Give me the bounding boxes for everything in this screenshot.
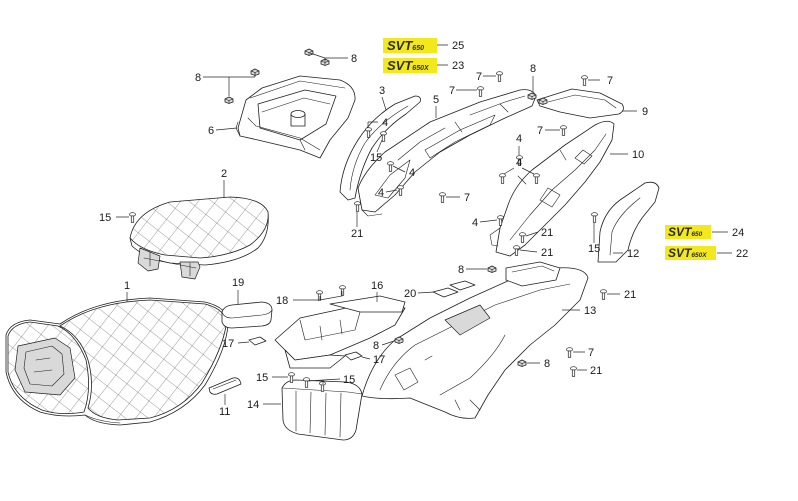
part-tail-side-cover: [597, 181, 660, 263]
callout-17: 17: [222, 338, 234, 350]
part-small-pads: [248, 336, 363, 361]
callout-4: 4: [409, 167, 415, 179]
badge-variant: 650: [691, 231, 702, 238]
callout-17: 17: [373, 354, 385, 366]
clip-nut: [224, 96, 234, 104]
badge-model: SVT: [387, 58, 413, 73]
callout-7: 7: [464, 192, 470, 204]
callout-15: 15: [343, 374, 355, 386]
badge-svt650x-top: SVT650X: [383, 58, 437, 73]
callout-21: 21: [541, 247, 553, 259]
callout-15: 15: [99, 212, 111, 224]
callout-4: 4: [382, 117, 388, 129]
badge-svt650x-side: SVT650X: [665, 246, 716, 260]
callout-4: 4: [378, 187, 384, 199]
badge-highlight: [383, 38, 437, 53]
clip-nut: [304, 48, 314, 56]
callout-4: 4: [516, 157, 522, 169]
badge-model: SVT: [668, 225, 693, 239]
callout-20: 20: [404, 288, 416, 300]
part-battery-tray: [274, 295, 406, 369]
callout-21: 21: [590, 365, 602, 377]
callout-4: 4: [472, 217, 478, 229]
badge-highlight: [665, 246, 716, 260]
callout-8: 8: [351, 53, 357, 65]
callout-7: 7: [449, 85, 455, 97]
callout-4: 4: [516, 133, 522, 145]
badge-variant: 650X: [412, 65, 430, 72]
badge-variant: 650X: [691, 252, 707, 259]
badge-svt650-top: SVT650: [383, 38, 437, 53]
callout-23: 23: [452, 60, 464, 72]
clip-nut: [487, 265, 497, 273]
badge-model: SVT: [668, 246, 693, 260]
part-battery-strap: [208, 377, 242, 395]
badge-text: SVT650X: [668, 246, 707, 260]
callout-labels: 25 23 8 8 6 3 5 7 7 8 7 9 7 4 15 4 4 7 2…: [99, 40, 748, 418]
callout-8: 8: [195, 72, 201, 84]
part-rear-side-frame-cover: [489, 120, 615, 257]
badge-svt650-side: SVT650: [665, 225, 711, 239]
badge-highlight: [665, 225, 711, 239]
leader-lines: [116, 44, 732, 405]
callout-7: 7: [607, 75, 613, 87]
clip-nut: [527, 92, 537, 100]
part-rubber-pad: [221, 301, 273, 329]
part-rear-inner-fender: [357, 89, 537, 217]
callout-5: 5: [433, 94, 439, 106]
clip-nut: [538, 97, 548, 105]
callout-21: 21: [351, 228, 363, 240]
callout-18: 18: [276, 295, 288, 307]
callout-16: 16: [371, 280, 383, 292]
callout-24: 24: [732, 227, 744, 239]
callout-25: 25: [452, 40, 464, 52]
callout-14: 14: [247, 399, 259, 411]
callout-21: 21: [624, 289, 636, 301]
part-rear-storage-cowl: [235, 75, 356, 159]
callout-10: 10: [632, 149, 644, 161]
callout-9: 9: [642, 106, 648, 118]
badge-model: SVT: [387, 38, 413, 53]
badge-variant: 650: [412, 45, 424, 52]
callout-1: 1: [124, 280, 130, 292]
callout-8: 8: [373, 340, 379, 352]
callout-7: 7: [537, 125, 543, 137]
badge-highlight: [383, 58, 437, 73]
callout-19: 19: [232, 277, 244, 289]
badge-text: SVT650X: [387, 58, 430, 73]
callout-15: 15: [256, 372, 268, 384]
callout-15: 15: [588, 243, 600, 255]
callout-3: 3: [379, 85, 385, 97]
callout-8: 8: [458, 264, 464, 276]
callout-8: 8: [544, 358, 550, 370]
part-cushion-pads: [432, 280, 476, 298]
callout-11: 11: [219, 406, 230, 418]
callout-22: 22: [736, 248, 748, 260]
badge-text: SVT650: [668, 225, 703, 239]
part-rear-fender: [361, 261, 589, 419]
callout-7: 7: [476, 71, 482, 83]
callout-13: 13: [584, 305, 596, 317]
part-main-seat: [5, 297, 229, 426]
callout-6: 6: [208, 125, 214, 137]
callout-8: 8: [530, 63, 536, 75]
clip-nut: [517, 359, 527, 367]
callout-2: 2: [221, 168, 227, 180]
callout-21: 21: [541, 227, 553, 239]
clip-nut: [394, 336, 404, 344]
badge-text: SVT650: [387, 38, 424, 53]
callout-7: 7: [588, 347, 594, 359]
part-grab-bracket: [536, 88, 624, 119]
part-pillion-seat: [129, 196, 269, 280]
callout-15: 15: [370, 152, 382, 164]
part-side-rail-panel: [339, 95, 421, 201]
callout-12: 12: [627, 248, 639, 260]
